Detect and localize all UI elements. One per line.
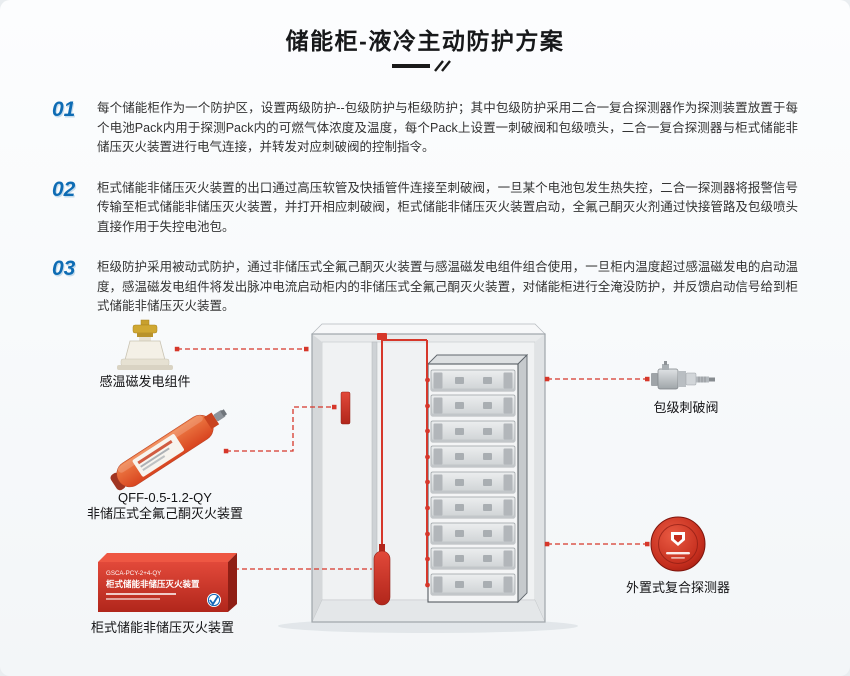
title-divider-icon [392, 60, 451, 72]
qff-cylinder-icon [110, 409, 228, 491]
header: 储能柜-液冷主动防护方案 [0, 0, 850, 73]
pack-nozzle-dots [425, 377, 430, 588]
protection-step-3: 03 柜级防护采用被动式防护，通过非储压式全氟己酮灭火装置与感温磁发电组件组合使… [52, 257, 798, 317]
label-thermal-magnetic-generator: 感温磁发电组件 [99, 374, 191, 389]
label-qff-device: QFF-0.5-1.2-QY 非储压式全氟己酮灭火装置 [58, 490, 272, 522]
cabinet-extinguisher-box-icon: GSCA-PCY-2+4-QY 柜式储能非储压灭火装置 [98, 553, 237, 612]
protection-step-1: 01 每个储能柜作为一个防护区，设置两级防护--包级防护与柜级防护；其中包级防护… [52, 98, 798, 158]
label-cabinet-extinguisher: 柜式储能非储压灭火装置 [90, 620, 234, 635]
description-paragraphs: 01 每个储能柜作为一个防护区，设置两级防护--包级防护与柜级防护；其中包级防护… [0, 73, 850, 317]
step-number: 03 [52, 257, 76, 280]
step-number: 02 [52, 177, 76, 201]
label-composite-detector: 外置式复合探测器 [625, 580, 730, 595]
svg-text:GSCA-PCY-2+4-QY: GSCA-PCY-2+4-QY [106, 570, 161, 577]
in-cabinet-extinguisher-icon [373, 544, 391, 606]
svg-text:柜式储能非储压灭火装置: 柜式储能非储压灭火装置 [105, 579, 200, 589]
wall-sensor-icon [340, 391, 351, 425]
label-qff-name: 非储压式全氟己酮灭火装置 [86, 506, 243, 521]
diagram-canvas: GSCA-PCY-2+4-QY 柜式储能非储压灭火装置 [98, 319, 715, 633]
protection-step-2: 02 柜式储能非储压灭火装置的出口通过高压软管及快插管件连接至刺破阀，一旦某个电… [52, 177, 798, 238]
label-pack-piercing-valve: 包级刺破阀 [653, 400, 719, 415]
step-number: 01 [52, 98, 76, 121]
battery-rack [426, 353, 529, 604]
step-text: 柜式储能非储压灭火装置的出口通过高压软管及快插管件连接至刺破阀，一旦某个电池包发… [97, 180, 798, 234]
thermal-magnetic-generator-icon [117, 319, 173, 370]
step-text: 柜级防护采用被动式防护，通过非储压式全氟己酮灭火装置与感温磁发电组件组合使用，一… [97, 260, 798, 313]
page-title: 储能柜-液冷主动防护方案 [285, 28, 565, 54]
connector-lines [177, 348, 648, 570]
pack-piercing-valve-icon [651, 361, 715, 390]
pipe-fitting [377, 333, 387, 340]
step-text: 每个储能柜作为一个防护区，设置两级防护--包级防护与柜级防护；其中包级防护采用二… [97, 101, 798, 154]
system-diagram: GSCA-PCY-2+4-QY 柜式储能非储压灭火装置 [0, 304, 850, 676]
composite-detector-icon [650, 516, 706, 572]
label-qff-model: QFF-0.5-1.2-QY [118, 490, 212, 505]
